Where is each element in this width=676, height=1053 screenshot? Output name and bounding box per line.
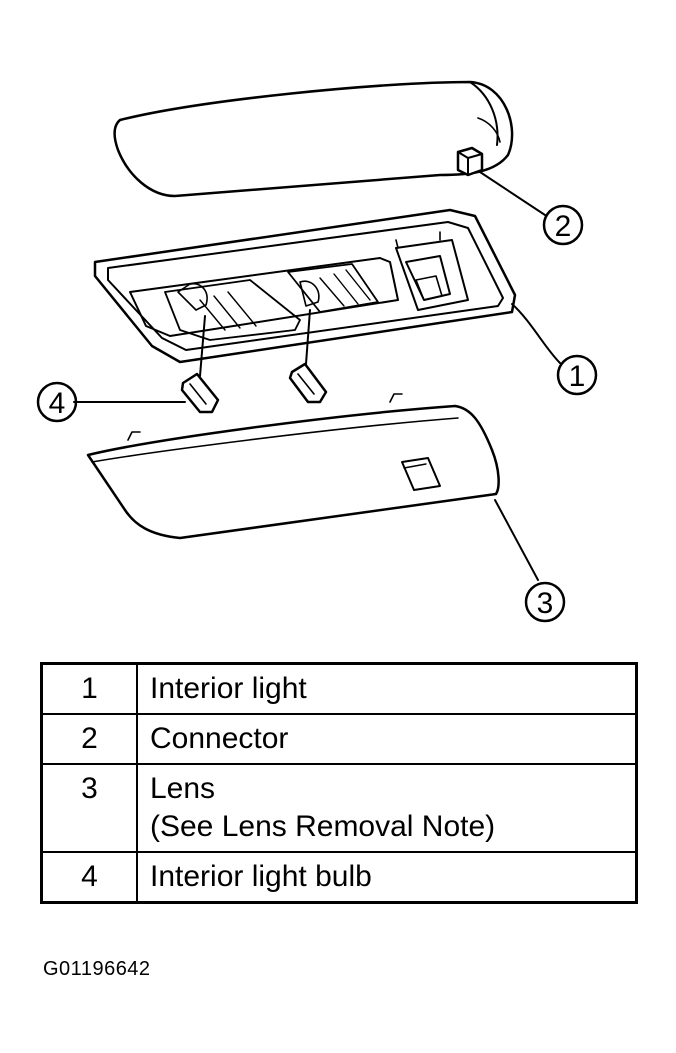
- interior-light-housing-part: [93, 208, 517, 364]
- legend-number: 3: [40, 763, 138, 853]
- callout-leaders: [73, 171, 561, 581]
- legend-number: 4: [40, 851, 138, 904]
- table-row: 1 Interior light: [40, 662, 638, 715]
- lens-part: [86, 393, 500, 540]
- callout-1-number: 1: [569, 360, 586, 393]
- connector-part: [456, 146, 484, 177]
- callout-2-number: 2: [555, 210, 572, 243]
- callout-3: 3: [524, 581, 566, 623]
- callout-1: 1: [556, 354, 598, 396]
- bulb-left-part: [180, 315, 220, 414]
- table-row: 2 Connector: [40, 713, 638, 765]
- parts-legend-table: 1 Interior light 2 Connector 3 Lens (See…: [40, 662, 638, 904]
- callout-4-number: 4: [49, 387, 66, 420]
- table-row: 3 Lens (See Lens Removal Note): [40, 763, 638, 853]
- callout-2: 2: [542, 204, 584, 246]
- exploded-diagram: 2 1 4 3: [36, 80, 598, 623]
- legend-number: 2: [40, 713, 138, 765]
- legend-number: 1: [40, 662, 138, 715]
- table-row: 4 Interior light bulb: [40, 851, 638, 904]
- legend-description: Connector: [136, 713, 638, 765]
- legend-description: Interior light bulb: [136, 851, 638, 904]
- bulb-right-part: [288, 309, 328, 404]
- figure-id: G01196642: [43, 958, 151, 980]
- callout-4: 4: [36, 381, 78, 423]
- roof-panel-part: [113, 80, 514, 198]
- legend-description: Interior light: [136, 662, 638, 715]
- legend-description: Lens (See Lens Removal Note): [136, 763, 638, 853]
- callout-3-number: 3: [537, 587, 554, 620]
